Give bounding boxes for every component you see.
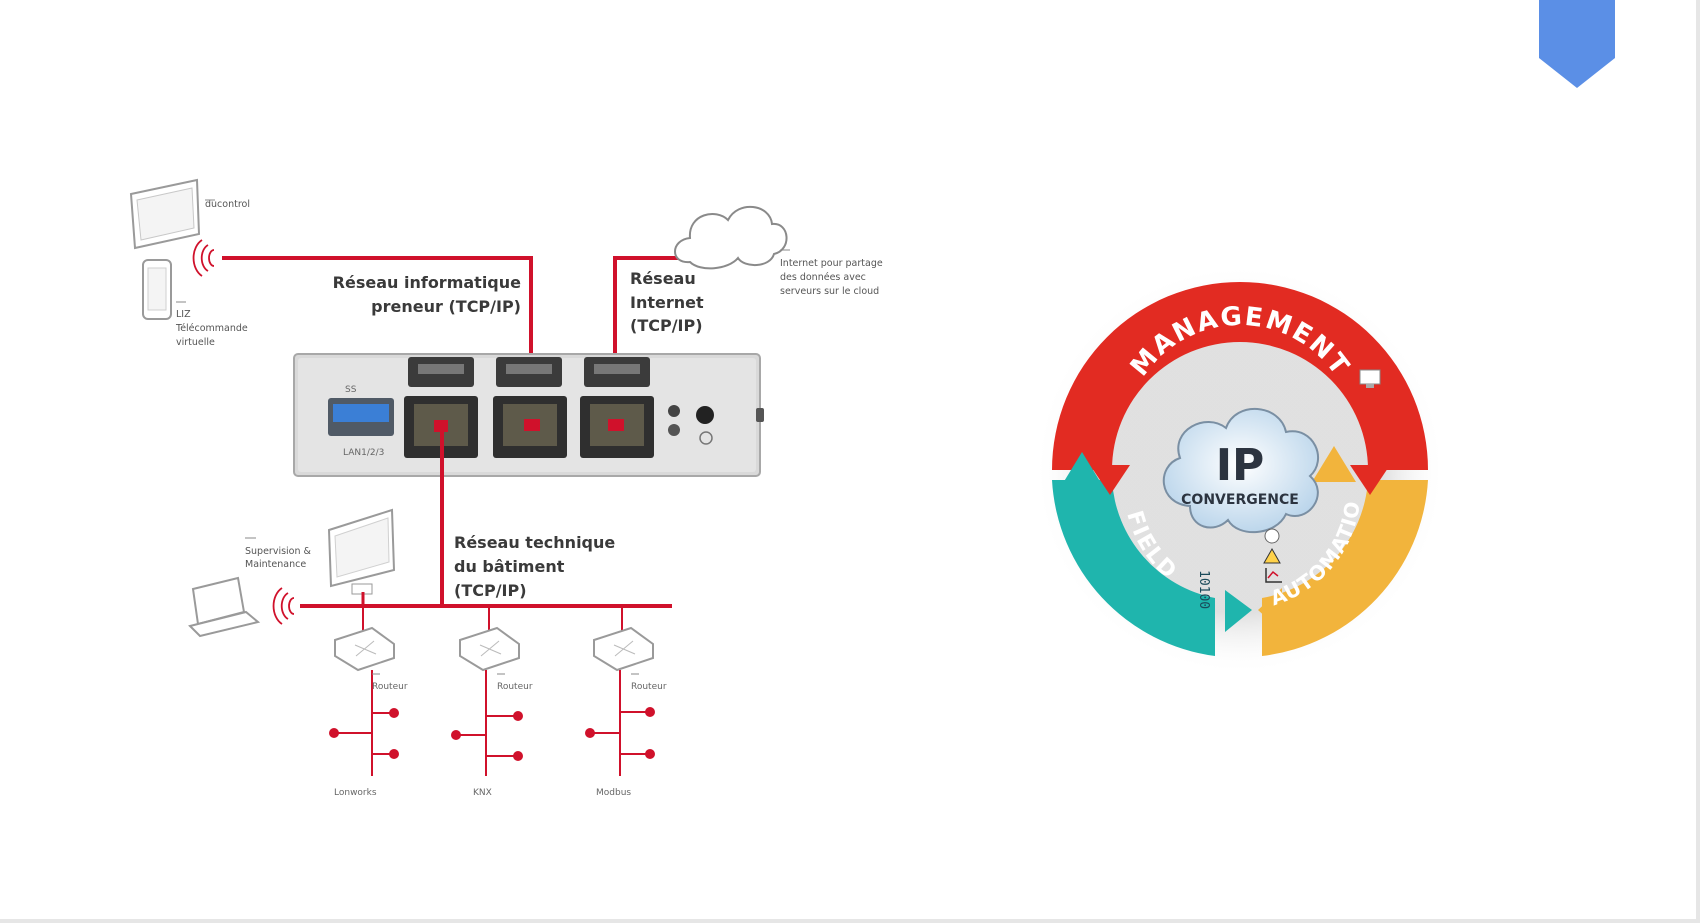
warning-icon (1263, 547, 1281, 564)
cloud-note-1: Internet pour partage (780, 258, 883, 269)
wifi-icon-bottom (272, 587, 295, 625)
tablet-icon (129, 178, 201, 250)
bookmark-icon[interactable] (1537, 0, 1617, 90)
clock-icon (1264, 528, 1280, 544)
ip-cloud-icon (1162, 407, 1320, 533)
field-arc (1052, 480, 1215, 656)
automation-arc (1262, 480, 1428, 656)
router-group-1 (329, 606, 399, 776)
tablet-label: ducontrol (205, 199, 250, 210)
internet-label-3: (TCP/IP) (630, 316, 703, 335)
bus-label-modbus: Modbus (596, 788, 631, 798)
management-arc (1052, 282, 1428, 470)
cloud-icon (674, 205, 788, 270)
bus-label-knx: KNX (473, 788, 492, 798)
ip-convergence-wheel: IP CONVERGENCE MANAGEMENT FIELD AUTOMATI… (1030, 270, 1445, 670)
bus-label-lonworks: Lonworks (334, 788, 377, 798)
phone-label-2: Télécommande (175, 323, 248, 334)
internet-label-1: Réseau (630, 269, 696, 288)
phone-label-1: LIZ (176, 309, 191, 320)
frame-bottom-border (0, 919, 1700, 923)
phone-icon (142, 259, 172, 320)
router-group-2 (451, 606, 523, 776)
supervision-label-1: Supervision & (245, 546, 312, 557)
it-network-label-2: preneur (TCP/IP) (371, 297, 521, 316)
tech-label-2: du bâtiment (454, 557, 565, 576)
monitor-icon (327, 508, 396, 595)
router-label-1: Routeur (372, 682, 408, 692)
convergence-label: CONVERGENCE (1181, 492, 1299, 508)
tech-label-3: (TCP/IP) (454, 581, 527, 600)
chart-icon (1265, 568, 1282, 583)
laptop-icon (188, 576, 261, 638)
network-diagram: ducontrol LIZ Télécommande virtuelle Int… (129, 178, 883, 798)
wifi-icon (192, 239, 215, 277)
lan-label: LAN1/2/3 (343, 448, 384, 458)
usb-label: SS (345, 385, 357, 395)
supervision-label-2: Maintenance (245, 559, 306, 570)
cloud-note-2: des données avec (780, 272, 866, 283)
cloud-note-3: serveurs sur le cloud (780, 286, 879, 297)
it-network-label-1: Réseau informatique (333, 273, 521, 292)
binary-label: 10100 (1196, 570, 1211, 609)
monitor-small-icon (1359, 369, 1381, 388)
router-label-2: Routeur (497, 682, 533, 692)
router-label-3: Routeur (631, 682, 667, 692)
ip-label: IP (1216, 440, 1265, 491)
internet-label-2: Internet (630, 293, 704, 312)
controller-device: SS LAN1/2/3 (293, 353, 764, 477)
phone-label-3: virtuelle (176, 337, 215, 348)
tech-label-1: Réseau technique (454, 533, 615, 552)
router-group-3 (585, 606, 655, 776)
frame-right-border (1696, 0, 1700, 923)
